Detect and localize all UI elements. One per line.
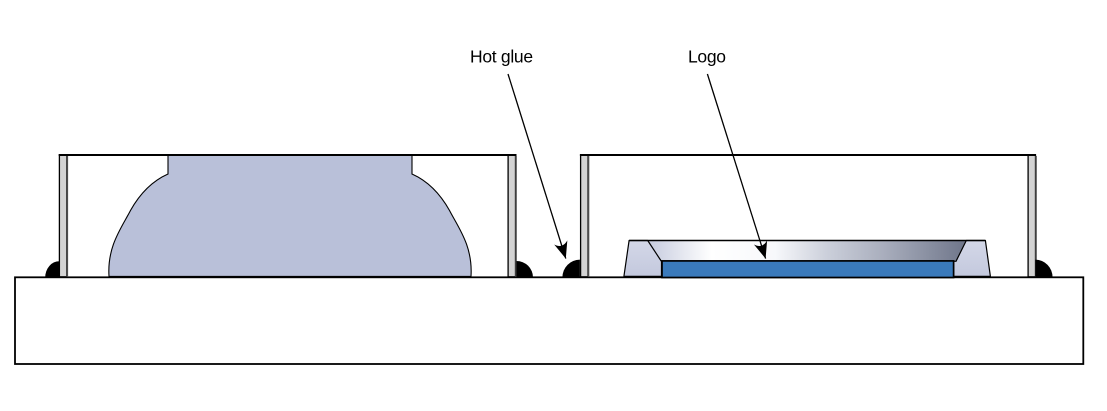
svg-text:Logo: Logo (688, 47, 726, 67)
svg-text:Hot glue: Hot glue (470, 47, 533, 67)
